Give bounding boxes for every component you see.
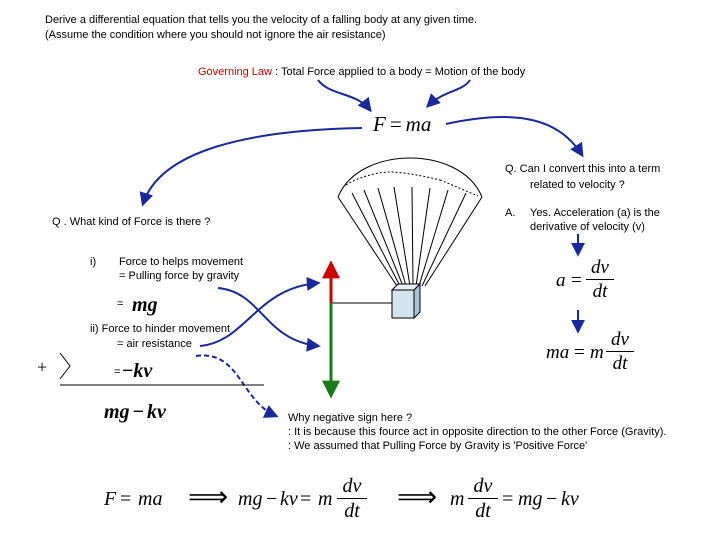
ma-denominator: dt	[612, 353, 628, 374]
why-note-1: Why negative sign here ?	[288, 412, 413, 424]
final-fraction-1: dv dt	[337, 476, 367, 521]
force-hinder-line-1: ii) Force to hinder movement	[90, 323, 230, 335]
law-eq-sign: =	[389, 112, 402, 136]
net-force-kv: kv	[146, 401, 166, 423]
law-equation: F=ma	[373, 114, 431, 135]
ma-m: m	[590, 342, 604, 363]
governing-law: Governing Law : Total Force applied to a…	[198, 66, 525, 79]
convert-answer-1: Yes. Acceleration (a) is the	[530, 207, 660, 219]
problem-line-1: Derive a differential equation that tell…	[45, 14, 478, 26]
net-force: mg−kv	[104, 402, 166, 422]
convert-answer-2: derivative of velocity (v)	[530, 221, 645, 233]
falling-body-box	[390, 282, 422, 320]
final-denominator-1: dt	[344, 500, 360, 522]
final-ma: ma	[138, 488, 163, 510]
final-kv-2: kv	[561, 488, 579, 510]
why-note-2: : It is because this fource act in oppos…	[288, 426, 667, 438]
implies-arrow-2: ⟹	[397, 482, 438, 513]
final-m-1: m	[318, 488, 333, 510]
resistance-term: −kv	[122, 361, 152, 381]
net-force-mg: mg	[104, 401, 130, 423]
law-rhs: ma	[405, 112, 432, 136]
sum-bracket	[59, 352, 71, 380]
law-to-equation-arrow-right	[426, 79, 471, 108]
force-help-line-1: Force to helps movement	[119, 256, 244, 268]
parachute-canopy-dash-2	[439, 179, 479, 197]
plus-sign: +	[37, 357, 48, 377]
why-note-dashed-arrow	[195, 354, 279, 418]
accel-fraction: dv dt	[586, 258, 614, 301]
governing-law-label: Governing Law	[198, 66, 272, 78]
ma-fraction: dv dt	[606, 330, 634, 373]
parachute-canopy-dash	[345, 171, 441, 186]
force-hinder-line-2: = air resistance	[117, 338, 192, 350]
final-numerator-2: dv	[468, 476, 498, 499]
force-help-marker: i)	[90, 256, 97, 268]
resistance-minus: −	[122, 360, 134, 382]
net-force-minus: −	[132, 401, 144, 423]
accel-lhs: a	[556, 270, 566, 291]
accel-eq-sign: =	[571, 270, 582, 291]
final-f: F	[104, 488, 117, 510]
force-help-eq: =	[117, 298, 124, 310]
parachute-lines	[337, 186, 483, 287]
convert-question-1: Q. Can I convert this into a term	[505, 163, 661, 175]
equation-to-convert-question-arrow	[445, 116, 584, 158]
final-numerator-1: dv	[337, 476, 367, 499]
accel-denominator: dt	[592, 281, 608, 302]
problem-line-2: (Assume the condition where you should n…	[45, 29, 386, 41]
ma-lhs: ma	[546, 342, 570, 363]
final-minus-2: −	[546, 488, 558, 510]
law-lhs: F	[373, 112, 386, 136]
final-fraction-2: dv dt	[468, 476, 498, 521]
ma-eq-sign: =	[574, 342, 585, 363]
final-mg-2: mg	[518, 488, 543, 510]
convert-answer-label: A.	[505, 207, 516, 219]
final-minus-1: −	[266, 488, 278, 510]
implies-arrow-1: ⟹	[188, 482, 229, 513]
gravity-term: mg	[132, 294, 158, 316]
equation-to-force-question-arrow	[139, 127, 363, 207]
resistance-expr: kv	[133, 360, 153, 382]
accel-numerator: dv	[586, 258, 614, 280]
resistance-to-vector-arrow	[199, 276, 321, 347]
final-eq-1: =	[120, 488, 132, 510]
final-denominator-2: dt	[475, 500, 491, 522]
final-eq-3: =	[502, 488, 514, 510]
ma-numerator: dv	[606, 330, 634, 352]
why-note-3: : We assumed that Pulling Force by Gravi…	[288, 440, 588, 452]
force-hinder-eq: =	[114, 366, 121, 378]
governing-law-text: : Total Force applied to a body = Motion…	[272, 66, 526, 78]
final-eq-2: =	[300, 488, 312, 510]
law-to-equation-arrow-left	[317, 79, 372, 113]
parachute-canopy	[337, 157, 483, 198]
final-m-2: m	[450, 488, 465, 510]
gravity-to-vector-arrow	[217, 287, 321, 352]
force-question: Q . What kind of Force is there ?	[52, 216, 211, 228]
final-kv-1: kv	[280, 488, 298, 510]
convert-question-2: related to velocity ?	[530, 179, 625, 191]
force-help-line-2: = Pulling force by gravity	[119, 270, 240, 282]
final-mg: mg	[238, 488, 263, 510]
